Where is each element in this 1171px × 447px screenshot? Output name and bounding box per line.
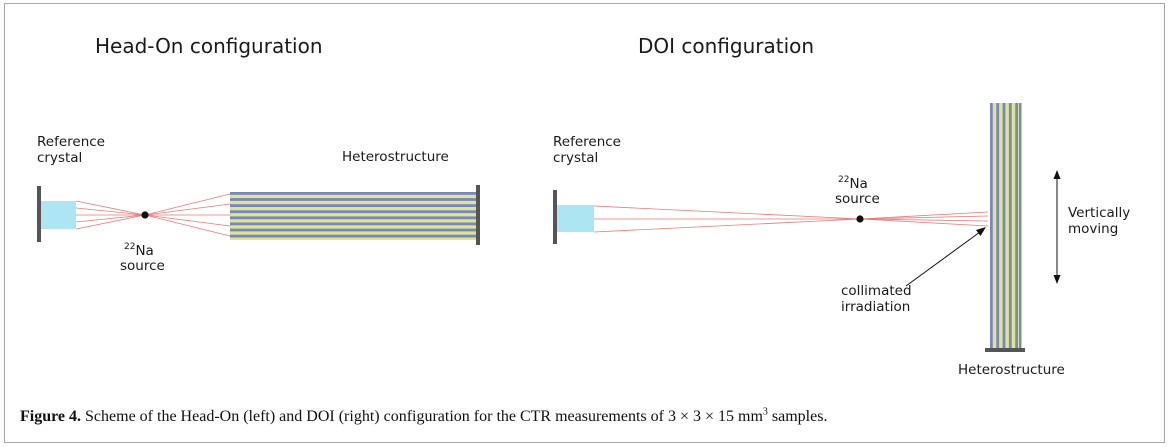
left-source-word: source <box>120 258 165 274</box>
figure-caption-text-end: samples. <box>767 408 828 425</box>
left-source-label: 22Na <box>124 242 154 259</box>
right-heterostructure <box>985 103 1025 352</box>
right-rays-reference <box>593 205 861 233</box>
right-rays-structure <box>859 211 989 227</box>
left-rays-reference <box>75 200 146 230</box>
collimated-irradiation-arrow <box>905 227 986 287</box>
left-reference-holder <box>37 186 41 242</box>
right-reference-crystal <box>557 205 594 232</box>
vertically-moving-label-line1: Vertically <box>1068 205 1130 221</box>
right-heterostructure-label: Heterostructure <box>958 362 1065 378</box>
left-reference-label-line2: crystal <box>37 150 82 166</box>
right-source-word: source <box>835 191 880 207</box>
vertically-moving-label-line2: moving <box>1068 221 1118 237</box>
left-heterostructure <box>230 185 480 245</box>
right-source-point <box>856 215 864 223</box>
right-reference-holder <box>553 190 557 244</box>
figure-diagram: Head-On configuration Reference crystal … <box>37 34 1130 378</box>
figure-caption: Figure 4. Scheme of the Head-On (left) a… <box>20 406 828 426</box>
left-reference-crystal <box>41 201 76 229</box>
collimated-label-line1: collimated <box>841 283 912 299</box>
collimated-label-line2: irradiation <box>841 299 910 315</box>
figure-caption-text: Scheme of the Head-On (left) and DOI (ri… <box>81 408 763 425</box>
left-source-point <box>141 211 149 219</box>
doi-title: DOI configuration <box>638 34 814 58</box>
figure-caption-label: Figure 4. <box>20 408 82 425</box>
left-reference-label-line1: Reference <box>37 134 105 150</box>
left-rays-structure <box>144 193 231 237</box>
left-heterostructure-label: Heterostructure <box>342 149 449 165</box>
figure-caption-superscript: 3 <box>762 406 768 418</box>
right-reference-label-line1: Reference <box>553 134 621 150</box>
head-on-title: Head-On configuration <box>95 34 323 58</box>
right-reference-label-line2: crystal <box>553 150 598 166</box>
right-source-label: 22Na <box>838 175 868 192</box>
vertical-moving-arrow <box>1053 170 1061 284</box>
